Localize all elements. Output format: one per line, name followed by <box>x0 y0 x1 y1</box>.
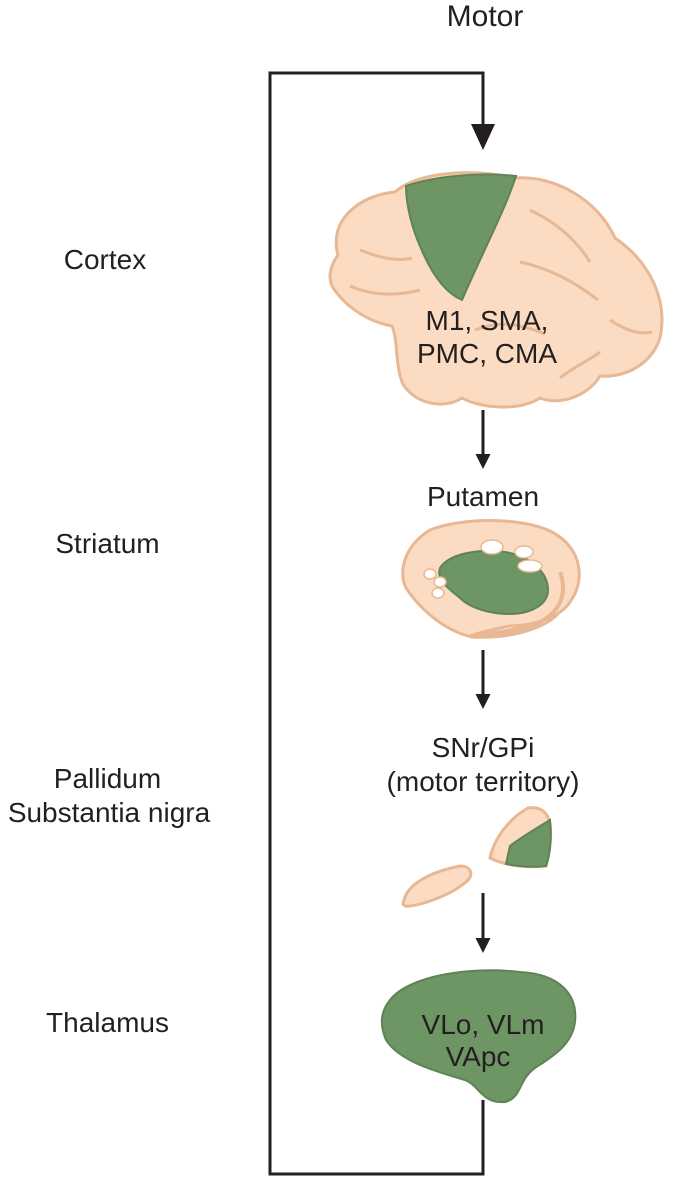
striatum-vessel-3 <box>517 559 543 573</box>
arrow-head-to-cortex <box>471 124 495 150</box>
thalamus-nuclei-label-line1: VLo, VLm <box>422 1009 545 1040</box>
pallidum-drawing <box>401 806 552 908</box>
thalamus-nuclei-label-line2: VApc <box>446 1041 511 1072</box>
putamen-drawing <box>401 519 581 639</box>
feedback-loop-line <box>268 71 485 1176</box>
gpi-motor-region <box>504 818 552 868</box>
striatum-tail <box>469 571 566 639</box>
brain-sulcus-7 <box>474 322 546 336</box>
level-label-substantia-nigra: Substantia nigra <box>7 797 211 828</box>
motor-cortex-region <box>404 173 518 302</box>
pallidum-structure-label-line2: (motor territory) <box>387 766 580 797</box>
brain-sulcus-4 <box>519 260 599 302</box>
brain-sulcus-5 <box>609 318 653 335</box>
cortex-brain-drawing <box>328 171 664 409</box>
brain-sulcus-6 <box>559 350 601 380</box>
striatum-vessel-5 <box>433 576 447 588</box>
striatum-structure-label: Putamen <box>427 481 539 512</box>
cortex-areas-label-line1: M1, SMA, <box>426 305 549 336</box>
striatum-vessel-6 <box>431 587 445 599</box>
level-label-pallidum: Pallidum <box>53 763 162 794</box>
brain-sulcus-1 <box>359 248 413 262</box>
striatum-vessel-2 <box>514 545 534 559</box>
substantia-nigra-shape <box>401 864 473 908</box>
brain-sulcus-2 <box>349 284 421 296</box>
brain-outline <box>328 171 664 409</box>
thalamus-shape <box>380 969 577 1104</box>
diagram-title: Motor <box>446 0 524 33</box>
pallidum-structure-label-line1: SNr/GPi <box>432 732 535 763</box>
level-label-thalamus: Thalamus <box>46 1007 169 1038</box>
level-label-cortex: Cortex <box>63 244 147 275</box>
striatum-vessel-4 <box>423 568 437 580</box>
cortex-areas-label-line2: PMC, CMA <box>417 338 557 369</box>
brain-sulcus-3 <box>529 208 592 263</box>
striatum-vessel-1 <box>480 539 504 555</box>
level-label-striatum: Striatum <box>55 528 160 559</box>
